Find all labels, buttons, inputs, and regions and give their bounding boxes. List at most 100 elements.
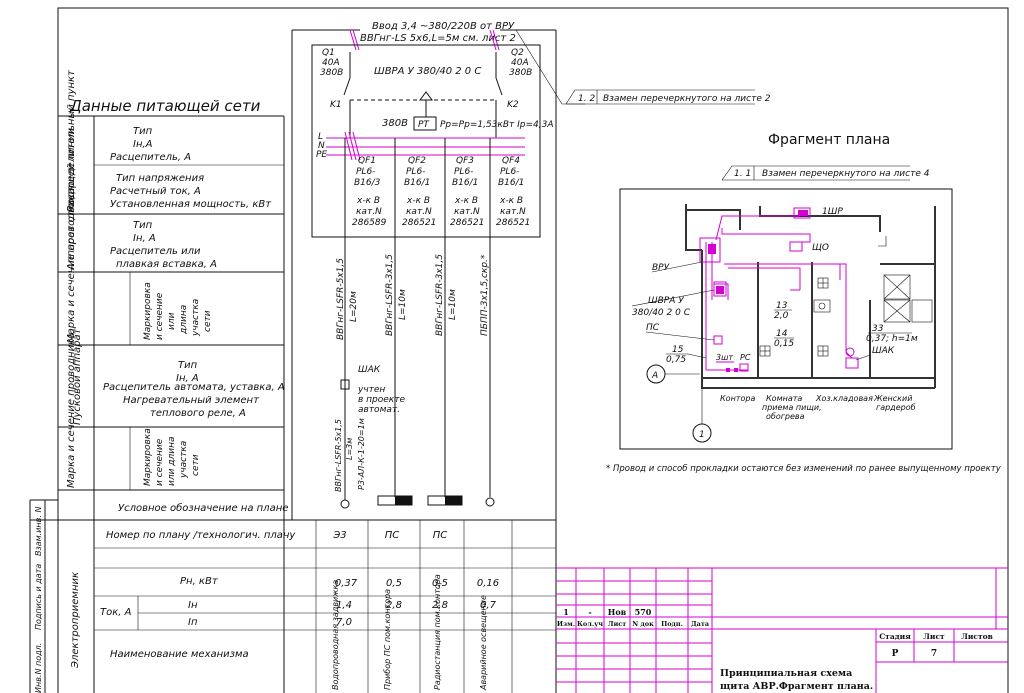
breaker-rating: B16/1: [452, 178, 478, 188]
breaker-num: 286521: [496, 218, 530, 228]
breaker-type: PL6-: [454, 167, 473, 177]
row-label: Расцепитель автомата, уставка, А: [103, 382, 285, 393]
title-block: 1 - Нов 570 Изм. Кол.уч Лист N док Подп.…: [556, 567, 1008, 693]
breaker-kat: кат.N: [356, 207, 382, 217]
in-value: 2,8: [386, 600, 402, 611]
row-label: Маркировка: [143, 282, 153, 340]
sheets-header: Листов: [961, 632, 993, 641]
breaker-contact: х-к В: [356, 196, 380, 206]
breaker-name: QF4: [502, 156, 520, 166]
axis-1-label: 1: [699, 430, 705, 440]
cable-3-type: ВВГнг-LSFR-3х1,5: [435, 254, 445, 336]
plan-no-label: Номер по плану /технологич. плану: [106, 530, 296, 541]
relay-label: PT: [418, 120, 430, 130]
breaker-contact: х-к В: [454, 196, 478, 206]
label-33: 33: [872, 324, 884, 334]
row-label: Расцепитель, А: [110, 152, 191, 163]
revision-text: Взамен перечеркнутого на листе 4: [762, 169, 930, 179]
room-wardrobe: гардероб: [876, 403, 916, 412]
label-33-value: 0,37; h=1м: [866, 334, 918, 344]
label-shvra: ШВРА У: [648, 296, 684, 306]
label-13-value: 2,0: [774, 311, 789, 321]
shak-box: [340, 379, 350, 390]
breaker-num: 286521: [402, 218, 436, 228]
cable-2-length: L=10м: [398, 289, 408, 320]
input-line-2: ВВГнг-LS 5х6,L=5м см. лист 2: [360, 33, 516, 44]
q1-label: Q1: [322, 48, 335, 58]
breaker-name: QF1: [358, 156, 376, 166]
k2-label: K2: [507, 100, 519, 110]
row-label: Маркировка: [143, 428, 153, 486]
row-label: Тип напряжения: [116, 173, 204, 184]
q1-rating: 40А: [322, 58, 340, 68]
group-label-5: Марка и сечение проводника: [66, 333, 77, 488]
breaker-qf2: QF2 PL6- B16/1 х-к В кат.N 286521: [394, 138, 436, 238]
col-header: N док: [632, 620, 654, 628]
breaker-contact: х-к В: [406, 196, 430, 206]
axis-1-marker: [692, 423, 712, 443]
shak-note: автомат.: [358, 405, 400, 415]
drawing-title: Принципиальная схема: [720, 668, 852, 679]
cable-4-type: ПБПП-3х1,5,скр.*: [480, 254, 490, 336]
row-label: Нагревательный элемент: [123, 395, 260, 406]
mech-value: Прибор ПС пом.контора: [383, 589, 392, 690]
col-header: Дата: [691, 620, 710, 628]
breaker-num: 286589: [352, 218, 387, 228]
panel-label: ШВРА У 380/40 2 0 С: [374, 66, 481, 77]
shak-length: L=3м: [345, 438, 354, 460]
breaker-name: QF2: [408, 156, 426, 166]
label-ps: ПС: [646, 323, 660, 333]
breaker-type: PL6-: [500, 167, 519, 177]
row-label: или длина: [167, 436, 177, 486]
schematic: Ввод 3,4 ~380/220В от ВРУ ВВГнг-LS 5х6,L…: [291, 21, 585, 520]
breaker-kat: кат.N: [454, 207, 480, 217]
group-label-2: Аппарат отходящей линии: [66, 127, 77, 271]
plan-value: ПС: [385, 530, 400, 541]
label-1shr: 1ШР: [822, 207, 843, 217]
stage-header: Стадия: [879, 632, 911, 641]
breaker-qf1: QF1 PL6- B16/3 х-к В кат.N 286589: [344, 138, 387, 238]
label-15: 15: [672, 345, 684, 355]
row-label: Тип: [178, 360, 198, 371]
cable-3-length: L=10м: [448, 289, 458, 320]
in-value: 0,7: [480, 600, 497, 611]
row-label: плавкая вставка, А: [116, 259, 217, 270]
label-15-value: 0,75: [666, 355, 686, 365]
room-storage: Хоз.кладовая: [815, 394, 873, 403]
group-label-1: Распределительный пункт: [66, 69, 77, 212]
plan-frame: [619, 188, 953, 450]
pn-value: 0,5: [386, 578, 402, 589]
row-label: участка: [191, 299, 201, 337]
network-data-table: Данные питающей сети Распределительный п…: [29, 69, 557, 693]
breaker-name: QF3: [456, 156, 474, 166]
pn-value: 0,5: [432, 578, 448, 589]
breaker-kat: кат.N: [406, 207, 432, 217]
row-label: Iн, А: [133, 233, 156, 244]
col-header: Подп.: [661, 620, 683, 628]
row-label: сети: [203, 310, 213, 332]
q2-voltage: 380В: [509, 68, 532, 78]
breaker-num: 286521: [450, 218, 484, 228]
table-title: Данные питающей сети: [69, 97, 261, 115]
label-shak: ШАК: [872, 346, 895, 356]
rev-count: -: [588, 607, 591, 617]
mech-label: Наименование механизма: [110, 649, 249, 660]
shak-note: в проекте: [358, 395, 405, 405]
q1-voltage: 380В: [320, 68, 343, 78]
label-pc: РС: [740, 353, 751, 362]
row-label: или: [167, 312, 177, 330]
bus-l-label: L: [318, 132, 323, 142]
row-label: и сечение: [155, 438, 165, 486]
label-14-value: 0,15: [774, 339, 794, 349]
input-line-1: Ввод 3,4 ~380/220В от ВРУ: [372, 21, 515, 32]
room-meal: Комната: [766, 394, 802, 403]
plan-value: ПС: [433, 530, 448, 541]
stage-value: Р: [892, 649, 899, 659]
col-header: Кол.уч: [577, 620, 603, 628]
mech-value: Водопроводная задвижка: [331, 580, 340, 690]
ip-value: 7,0: [336, 617, 352, 628]
pn-value: 0,16: [477, 578, 499, 589]
cable-1-type: ВВГнг-LSFR-5х1,5: [336, 258, 346, 340]
label-shcho: ЩО: [812, 243, 829, 253]
